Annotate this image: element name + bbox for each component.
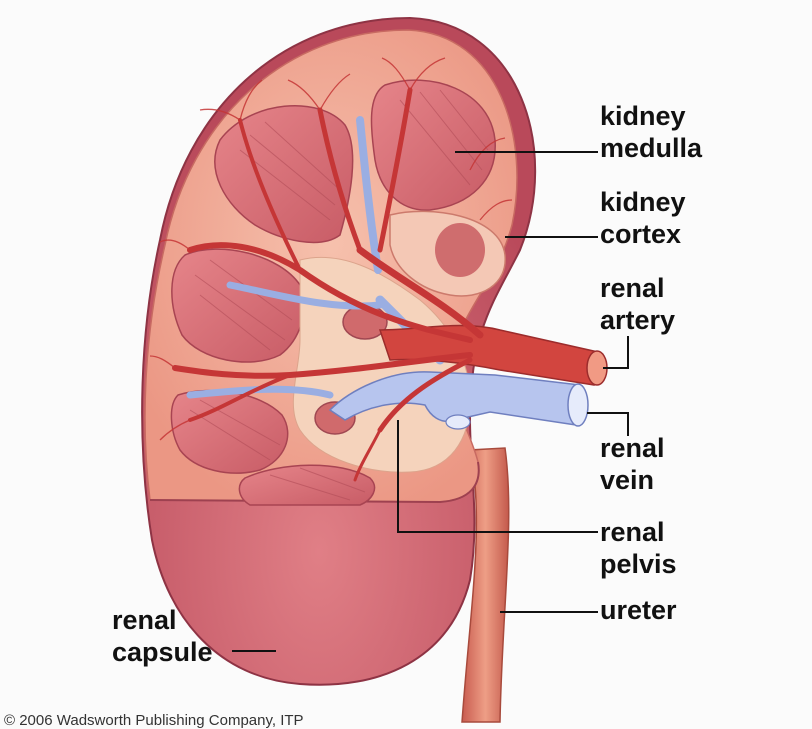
label-renal-artery: renal artery — [600, 272, 675, 336]
label-renal-artery-line2: artery — [600, 304, 675, 336]
label-renal-capsule: renal capsule — [112, 604, 213, 668]
label-renal-pelvis-line2: pelvis — [600, 548, 677, 580]
label-renal-vein-line1: renal — [600, 432, 665, 464]
label-renal-vein-line2: vein — [600, 464, 665, 496]
label-ureter-line1: ureter — [600, 594, 677, 626]
label-renal-capsule-line2: capsule — [112, 636, 213, 668]
label-renal-pelvis-line1: renal — [600, 516, 677, 548]
label-kidney-cortex-line1: kidney — [600, 186, 686, 218]
label-renal-vein: renal vein — [600, 432, 665, 496]
label-renal-capsule-line1: renal — [112, 604, 213, 636]
copyright-credit: © 2006 Wadsworth Publishing Company, ITP — [4, 712, 304, 729]
label-kidney-medulla-line2: medulla — [600, 132, 702, 164]
label-renal-artery-line1: renal — [600, 272, 675, 304]
label-kidney-cortex-line2: cortex — [600, 218, 686, 250]
label-kidney-cortex: kidney cortex — [600, 186, 686, 250]
label-kidney-medulla-line1: kidney — [600, 100, 702, 132]
label-renal-pelvis: renal pelvis — [600, 516, 677, 580]
label-ureter: ureter — [600, 594, 677, 626]
label-kidney-medulla: kidney medulla — [600, 100, 702, 164]
cortex-section-spot — [435, 223, 485, 277]
